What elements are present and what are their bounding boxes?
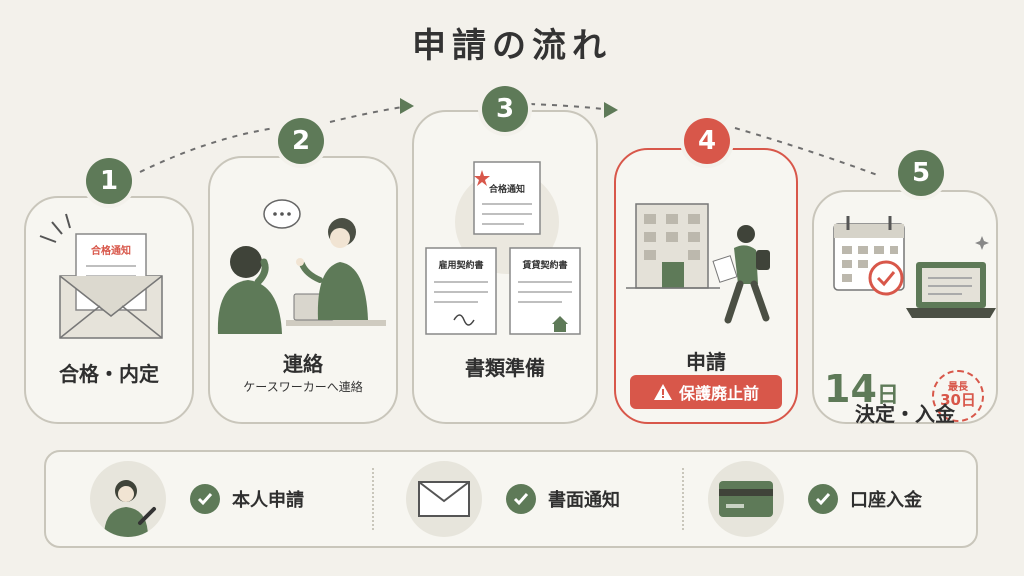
processing-days: 14日 <box>824 367 899 411</box>
check-icon <box>808 484 838 514</box>
step-card-1: 合格通知 合格・内定 <box>24 196 194 424</box>
step-number-2: 2 <box>278 118 324 164</box>
card-icon <box>708 461 784 537</box>
step3-label: 書類準備 <box>465 356 545 380</box>
step-card-3: 合格通知 雇用契約書 賃貸契約書 書類準備 <box>412 110 598 424</box>
doc-lease-contract: 賃貸契約書 <box>521 259 567 271</box>
step-number-1: 1 <box>86 158 132 204</box>
check-icon <box>190 484 220 514</box>
feature-self-application: 本人申請 <box>90 452 304 546</box>
step4-label: 申請 <box>686 350 726 374</box>
divider <box>682 468 684 530</box>
step-card-5: 14日 最長 30日 決定・入金 <box>812 190 998 426</box>
office-visit-illustration <box>626 203 770 324</box>
doc-employment-contract: 雇用契約書 <box>438 259 483 271</box>
warning-text: 保護廃止前 <box>678 384 759 403</box>
step-card-4: 申請 保護廃止前 <box>614 148 798 424</box>
feature-written-notice: 書面通知 <box>406 452 620 546</box>
person-writing-icon <box>90 461 166 537</box>
step5-label: 決定・入金 <box>855 402 955 426</box>
envelope-icon <box>406 461 482 537</box>
step1-doc-text: 合格通知 <box>90 244 131 257</box>
feature-bar: 本人申請 書面通知 口座入金 <box>44 450 978 548</box>
consultation-illustration <box>217 199 386 334</box>
documents-illustration: 合格通知 雇用契約書 賃貸契約書 <box>425 161 581 335</box>
step1-label: 合格・内定 <box>59 362 159 386</box>
step-number-4: 4 <box>684 118 730 164</box>
divider <box>372 468 374 530</box>
check-icon <box>506 484 536 514</box>
envelope-letter-icon: 合格通知 <box>39 213 163 339</box>
max-days-badge: 最長 30日 <box>932 370 984 422</box>
step2-label: 連絡 <box>283 352 323 376</box>
page-title: 申請の流れ <box>412 26 612 66</box>
warning-icon <box>653 384 672 400</box>
step-card-2: 連絡 ケースワーカーへ連絡 <box>208 156 398 424</box>
feature-bank-deposit: 口座入金 <box>708 452 922 546</box>
step-number-3: 3 <box>482 86 528 132</box>
step-number-5: 5 <box>898 150 944 196</box>
calendar-laptop-illustration <box>833 216 996 318</box>
deadline-warning-badge: 保護廃止前 <box>630 375 782 409</box>
doc-pass-notice: 合格通知 <box>489 183 525 195</box>
step2-sub: ケースワーカーへ連絡 <box>243 380 363 394</box>
